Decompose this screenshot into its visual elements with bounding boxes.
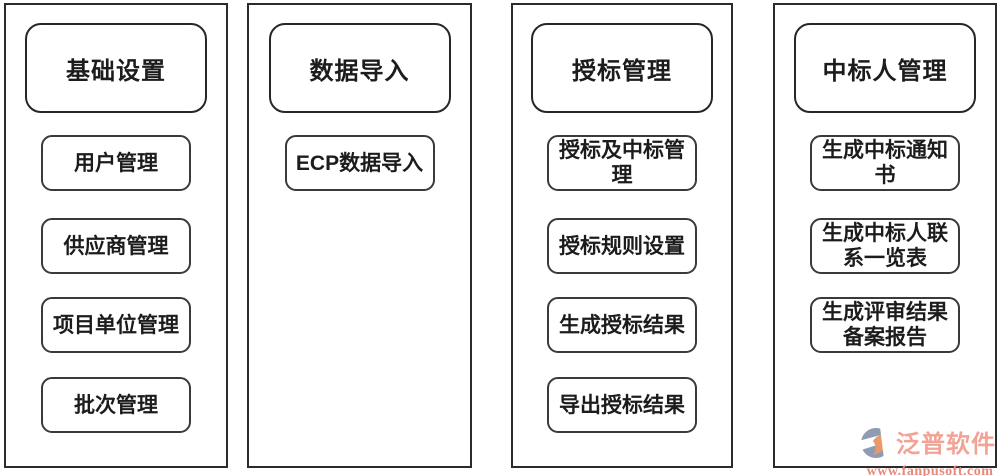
item-generate-winner-contact-list: 生成中标人联 系一览表 xyxy=(810,218,960,274)
item-project-unit-management: 项目单位管理 xyxy=(41,297,191,353)
column-basic-settings: 基础设置 用户管理 供应商管理 项目单位管理 批次管理 xyxy=(4,3,228,468)
vendor-watermark: 泛普软件 www.fanpusoft.com xyxy=(858,427,1000,476)
item-award-and-win-management: 授标及中标管 理 xyxy=(547,135,697,191)
item-award-rule-settings: 授标规则设置 xyxy=(547,218,697,274)
header-winner-management: 中标人管理 xyxy=(794,23,976,113)
item-batch-management: 批次管理 xyxy=(41,377,191,433)
fanpu-logo-icon xyxy=(858,427,896,463)
item-generate-win-notice: 生成中标通知 书 xyxy=(810,135,960,191)
column-data-import: 数据导入 ECP数据导入 xyxy=(247,3,472,468)
item-export-award-result: 导出授标结果 xyxy=(547,377,697,433)
header-basic-settings: 基础设置 xyxy=(25,23,207,113)
item-generate-review-record-report: 生成评审结果 备案报告 xyxy=(810,297,960,353)
item-ecp-data-import: ECP数据导入 xyxy=(284,135,435,191)
column-award-management: 授标管理 授标及中标管 理 授标规则设置 生成授标结果 导出授标结果 xyxy=(511,3,733,468)
header-award-management: 授标管理 xyxy=(531,23,713,113)
vendor-brand-name: 泛普软件 xyxy=(896,431,996,458)
column-winner-management: 中标人管理 生成中标通知 书 生成中标人联 系一览表 生成评审结果 备案报告 xyxy=(773,3,997,468)
header-data-import: 数据导入 xyxy=(268,23,451,113)
vendor-url: www.fanpusoft.com xyxy=(866,464,994,476)
item-generate-award-result: 生成授标结果 xyxy=(547,297,697,353)
item-supplier-management: 供应商管理 xyxy=(41,218,191,274)
item-user-management: 用户管理 xyxy=(41,135,191,191)
